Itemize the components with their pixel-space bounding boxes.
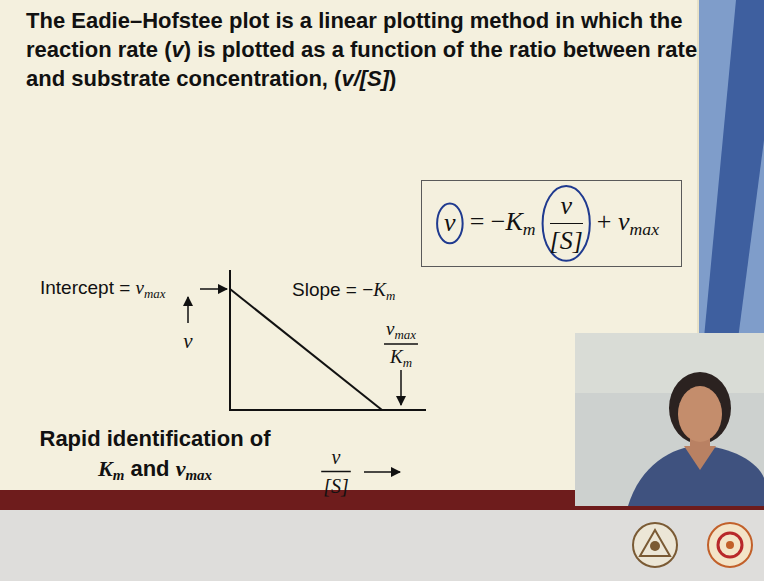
text-run: m [113, 467, 125, 483]
speaker-hair [669, 372, 731, 444]
video-frame [575, 333, 764, 506]
slide-title: The Eadie–Hofstee plot is a linear plott… [26, 6, 698, 93]
text-run: v [183, 329, 192, 353]
text-run: v [332, 446, 341, 468]
equation-box: v= −Kmv[S]+ vmax [421, 180, 682, 267]
text-run: [S] [323, 475, 349, 497]
fraction-denominator: [S] [323, 474, 349, 498]
pen-circle [543, 186, 590, 261]
speaker-body [628, 446, 764, 506]
text-run: v [618, 207, 630, 236]
text-run: max [394, 327, 416, 342]
y-axis [229, 270, 231, 410]
iit-logo [633, 523, 677, 567]
equation-term: v [560, 191, 572, 221]
slope-label: Slope = −Km [292, 279, 395, 303]
text-run: ) [389, 66, 396, 91]
text-run: v [560, 191, 572, 220]
axis-arrow [364, 471, 400, 473]
text-run: m [523, 219, 536, 239]
footer-ground [0, 510, 764, 581]
equation-term: [S] [550, 226, 583, 256]
summary-note: Rapid identification of Km and vmax [30, 424, 280, 485]
text-run: + [597, 207, 618, 236]
fraction-bar [550, 223, 583, 224]
fraction-bar [384, 343, 418, 345]
x-axis [229, 409, 426, 411]
text-run: v [172, 37, 184, 62]
text-run: Intercept = [40, 277, 136, 298]
logo-mark [726, 541, 734, 549]
logo-ring [633, 523, 677, 567]
logo-mark [650, 541, 660, 551]
text-run: [S] [550, 226, 583, 255]
text-run: v [176, 456, 186, 481]
fraction-denominator: Km [390, 346, 412, 370]
text-run: v [386, 318, 394, 339]
speaker-video [575, 333, 764, 506]
text-run: K [390, 346, 403, 367]
fraction-bar [321, 471, 351, 473]
text-run: K [373, 279, 386, 300]
fraction-numerator: vmax [386, 318, 416, 342]
logo-mark [640, 530, 670, 556]
logo-mark [718, 533, 742, 557]
equation-term: + vmax [597, 207, 659, 239]
axis-arrow [187, 297, 189, 323]
equation-term: v [444, 208, 456, 238]
text-run: K [505, 207, 522, 236]
text-run: Slope = − [292, 279, 373, 300]
text-run: max [185, 467, 212, 483]
nptel-logo [708, 523, 752, 567]
text-run: m [403, 355, 412, 370]
equation-fraction: v [S] [550, 191, 583, 256]
text-run: max [144, 286, 166, 301]
equation-term: = −Km [470, 207, 536, 239]
text-run: K [98, 456, 113, 481]
plot-line [230, 289, 382, 410]
text-run: v [136, 277, 144, 298]
intercept-arrow [200, 288, 227, 290]
x-intercept-arrow [400, 370, 402, 405]
axis-label: v [183, 328, 192, 354]
text-run: v/[S] [341, 66, 389, 91]
speaker-face [678, 386, 722, 442]
video-wall [575, 333, 764, 393]
speaker-neckline [684, 446, 716, 470]
pen-circle [437, 203, 463, 243]
text-run: Rapid identification of [40, 426, 271, 451]
text-run: v [444, 208, 456, 237]
text-run: = − [470, 207, 506, 236]
fraction-numerator: v [332, 445, 341, 469]
equation-row: v= −Kmv[S]+ vmax [444, 191, 659, 256]
text-run: max [630, 219, 659, 239]
text-run: m [386, 288, 395, 303]
intercept-label: Intercept = vmax [40, 277, 166, 301]
logo-ring [708, 523, 752, 567]
text-run: and [124, 456, 175, 481]
